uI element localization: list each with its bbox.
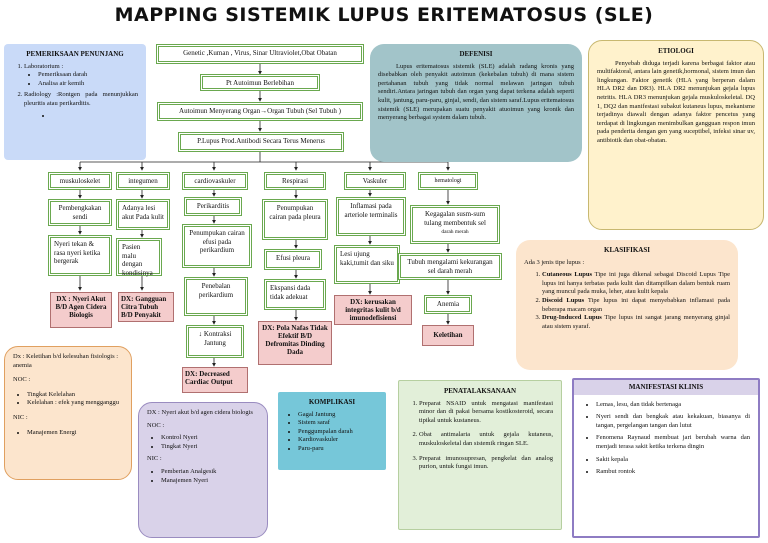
pemeriksaan-heading: PEMERIKSAAN PENUNJANG (26, 50, 124, 58)
dx-nyeri-noc-2: Tingkat Nyeri (161, 443, 259, 452)
panel-manifestasi: MANIFESTASI KLINIS Lemas, lesu, dan tida… (572, 378, 760, 538)
resp-efusi-pleura: Efusi pleura (264, 249, 322, 270)
resp-penumpukan: Penumpukan cairan pada pleura (262, 199, 328, 240)
dx-keletihan: Keletihan (422, 325, 474, 346)
klasifikasi-desc-1: Tipe ini juga dikenal sebagai Discoid Lu… (542, 271, 731, 296)
dx-keletihan-noc-1: Tingkat Kelelahan (27, 391, 123, 400)
panel-komplikasi: KOMPLIKASI Gagal JantungSistem sarafPeng… (278, 392, 386, 470)
flow-box-autoimun: Pt Autoimun Berlebihan (200, 74, 320, 91)
komplikasi-item-2: Sistem saraf (298, 419, 378, 428)
dx-nyeri-nic-2: Manajemen Nyeri (161, 477, 259, 486)
pemeriksaan-empty-bullet (52, 112, 138, 121)
komplikasi-item-4: Kardiovaskuler (298, 436, 378, 445)
komplikasi-item-1: Gagal Jantung (298, 411, 378, 420)
pemeriksaan-sub-darah: Pemeriksaan darah (38, 71, 138, 80)
pemeriksaan-lab-label: Laboratorium : (24, 62, 64, 70)
hema-tubuh-kekurangan: Tubuh mengalami kekurangan sel darah mer… (398, 253, 502, 280)
hema-anemia: Anemia (424, 295, 472, 314)
cardio-kontraksi-arrow: ↓ (198, 330, 203, 338)
manifestasi-item-4: Sakit kepala (596, 456, 750, 465)
panel-etiologi: ETIOLOGI Penyebab diduga terjadi karena … (588, 40, 764, 230)
klasifikasi-intro: Ada 3 jenis tipe lupus : (524, 258, 585, 266)
panel-defenisi: DEFENISI Lupus eritematosus sistemik (SL… (370, 44, 582, 162)
etiologi-heading: ETIOLOGI (658, 47, 694, 55)
manifestasi-item-2: Nyeri sendi dan bengkak atau kekakuan, b… (596, 413, 750, 430)
hema-kegagalan-label-2: darah merah (441, 229, 469, 235)
dx-gangguan-citra: DX: Gangguan Citra Tubuh B/D Penyakit (118, 292, 174, 322)
flow-box-antibodi: P.Lupus Prod.Antibodi Secara Terus Mener… (178, 132, 344, 152)
hema-kegagalan-label: Kegagalan susm-sum tulang membentuk sel (424, 210, 486, 227)
dx-keletihan-noc-2: Kelelahan : efek yang mengganggu (27, 399, 123, 408)
klasifikasi-type-3: Drug-Induced Lupus (542, 314, 602, 322)
vask-inflamasi: Inflamasi pada arteriole terminalis (336, 197, 406, 236)
flow-box-causes: Genetic ,Kuman , Virus, Sinar Ultraviole… (156, 44, 364, 64)
page-title: MAPPING SISTEMIK LUPUS ERITEMATOSUS (SLE… (114, 4, 654, 26)
dx-kerusakan-integritas: DX: kerusakan integritas kulit b/d imuno… (334, 295, 412, 325)
klasifikasi-desc-3: Tipe lupus ini sangat jarang menyerang g… (542, 314, 730, 330)
klasifikasi-item-2: Discoid Lupus Tipe lupus ini dapat menye… (542, 297, 730, 314)
cardio-penebalan: Penebalan perikardium (184, 277, 248, 316)
dx-keletihan-title: Dx : Keletihan b/d kelesuhan fisiologis … (13, 353, 119, 369)
klasifikasi-type-1: Cutaneous Lupus (542, 271, 593, 279)
hema-kegagalan: Kegagalan susm-sum tulang membentuk sel … (410, 205, 500, 244)
etiologi-text: Penyebab diduga terjadi karena berbagai … (597, 59, 755, 144)
category-muskuloskelet: muskuloskelet (48, 172, 112, 190)
pemeriksaan-sub-kemih: Analisa air kemih (38, 80, 138, 89)
musk-pembengkakan: Pembengkakan sendi (48, 199, 112, 226)
dx-keletihan-noc: NOC : (13, 376, 31, 384)
manifestasi-item-1: Lemas, lesu, dan tidak bertenaga (596, 401, 750, 410)
panel-klasifikasi: KLASIFIKASI Ada 3 jenis tipe lupus : Cut… (516, 240, 738, 370)
dx-nyeri-noc: NOC : (147, 421, 165, 429)
dx-keletihan-nic-1: Manajemen Energi (27, 429, 123, 438)
klasifikasi-item-1: Cutaneous Lupus Tipe ini juga dikenal se… (542, 271, 730, 297)
defenisi-heading: DEFENISI (459, 50, 493, 58)
pemeriksaan-item-1: Laboratorium : Pemeriksaan darah Analisa… (24, 63, 138, 89)
cardio-kontraksi-label: Kontraksi Jantung (203, 330, 232, 347)
vask-lesi-ujung: Lesi ujung kaki,tumit dan siku (334, 245, 400, 284)
category-hematologi: hematologi (418, 172, 478, 190)
penatalaksanaan-item-2: Obat antimalaria untuk gejala kutaneus, … (419, 431, 553, 448)
panel-dx-keletihan: Dx : Keletihan b/d kelesuhan fisiologis … (4, 346, 132, 480)
pemeriksaan-item-2: Radiology :Rontgen pada menunjukkan pleu… (24, 91, 138, 108)
klasifikasi-type-2: Discoid Lupus (542, 296, 585, 304)
klasifikasi-desc-2: Tipe lupus ini dapat menyebabkan inflama… (542, 296, 730, 313)
penatalaksanaan-heading: PENATALAKSANAAN (443, 387, 517, 395)
dx-nyeri-title: DX : Nyeri akut b/d agen cidera biologis (147, 409, 253, 416)
panel-pemeriksaan: PEMERIKSAAN PENUNJANG Laboratorium : Pem… (4, 44, 146, 160)
category-vaskuler: Vaskuler (344, 172, 406, 190)
komplikasi-item-3: Penggumpalan darah (298, 428, 378, 437)
komplikasi-heading: KOMPLIKASI (308, 398, 356, 406)
integ-pasien-malu: Pasien malu dengan kondisinya (116, 238, 162, 277)
dx-decreased-cardiac: DX: Decreased Cardiac Output (182, 367, 248, 393)
category-integumen: integumen (116, 172, 170, 190)
klasifikasi-item-3: Drug-Induced Lupus Tipe lupus ini sangat… (542, 314, 730, 331)
dx-nyeri-nic: NIC : (147, 455, 162, 463)
category-cardiovaskuler: cardiovaskuler (182, 172, 248, 190)
panel-dx-nyeri: DX : Nyeri akut b/d agen cidera biologis… (138, 402, 268, 538)
cardio-perikarditis: Perikarditis (184, 197, 242, 216)
manifestasi-heading: MANIFESTASI KLINIS (574, 380, 758, 395)
dx-keletihan-nic: NIC : (13, 413, 28, 421)
dx-pola-nafas: DX: Pola Nafas Tidak Efektif B/D Defromi… (258, 321, 332, 365)
komplikasi-item-5: Paru-paru (298, 445, 378, 454)
defenisi-text: Lupus eritematosus sistemik (SLE) adalah… (378, 62, 574, 122)
dx-nyeri-akut: DX : Nyeri Akut B/D Agen Cidera Biologis (50, 292, 112, 328)
penatalaksanaan-item-1: Preparat NSAID untuk mengatasi manifesta… (419, 400, 553, 426)
klasifikasi-heading: KLASIFIKASI (604, 246, 650, 254)
category-respirasi: Respirasi (264, 172, 326, 190)
resp-ekspansi: Ekspansi dada tidak adekuat (264, 279, 326, 310)
dx-nyeri-nic-1: Pemberian Analgesik (161, 468, 259, 477)
manifestasi-item-5: Rambut rontok (596, 468, 750, 477)
dx-nyeri-noc-1: Kontrol Nyeri (161, 434, 259, 443)
integ-lesi-akut: Adanya lesi akut Pada kulit (116, 199, 170, 230)
flow-box-attack: Autoimun Menyerang Organ→Organ Tubuh (Se… (157, 102, 363, 121)
panel-penatalaksanaan: PENATALAKSANAAN Preparat NSAID untuk men… (398, 380, 562, 530)
manifestasi-item-3: Fenomena Raynaud membuat jari berubah wa… (596, 434, 750, 451)
cardio-penumpukan: Penumpukan cairan efusi pada perikardium (182, 224, 252, 268)
penatalaksanaan-item-3: Preparat imunosupresan, pengkelat dan an… (419, 455, 553, 472)
musk-nyeri-tekan: Nyeri tekan & rasa nyeri ketika bergerak (48, 235, 112, 276)
cardio-kontraksi: ↓ Kontraksi Jantung (186, 325, 244, 358)
